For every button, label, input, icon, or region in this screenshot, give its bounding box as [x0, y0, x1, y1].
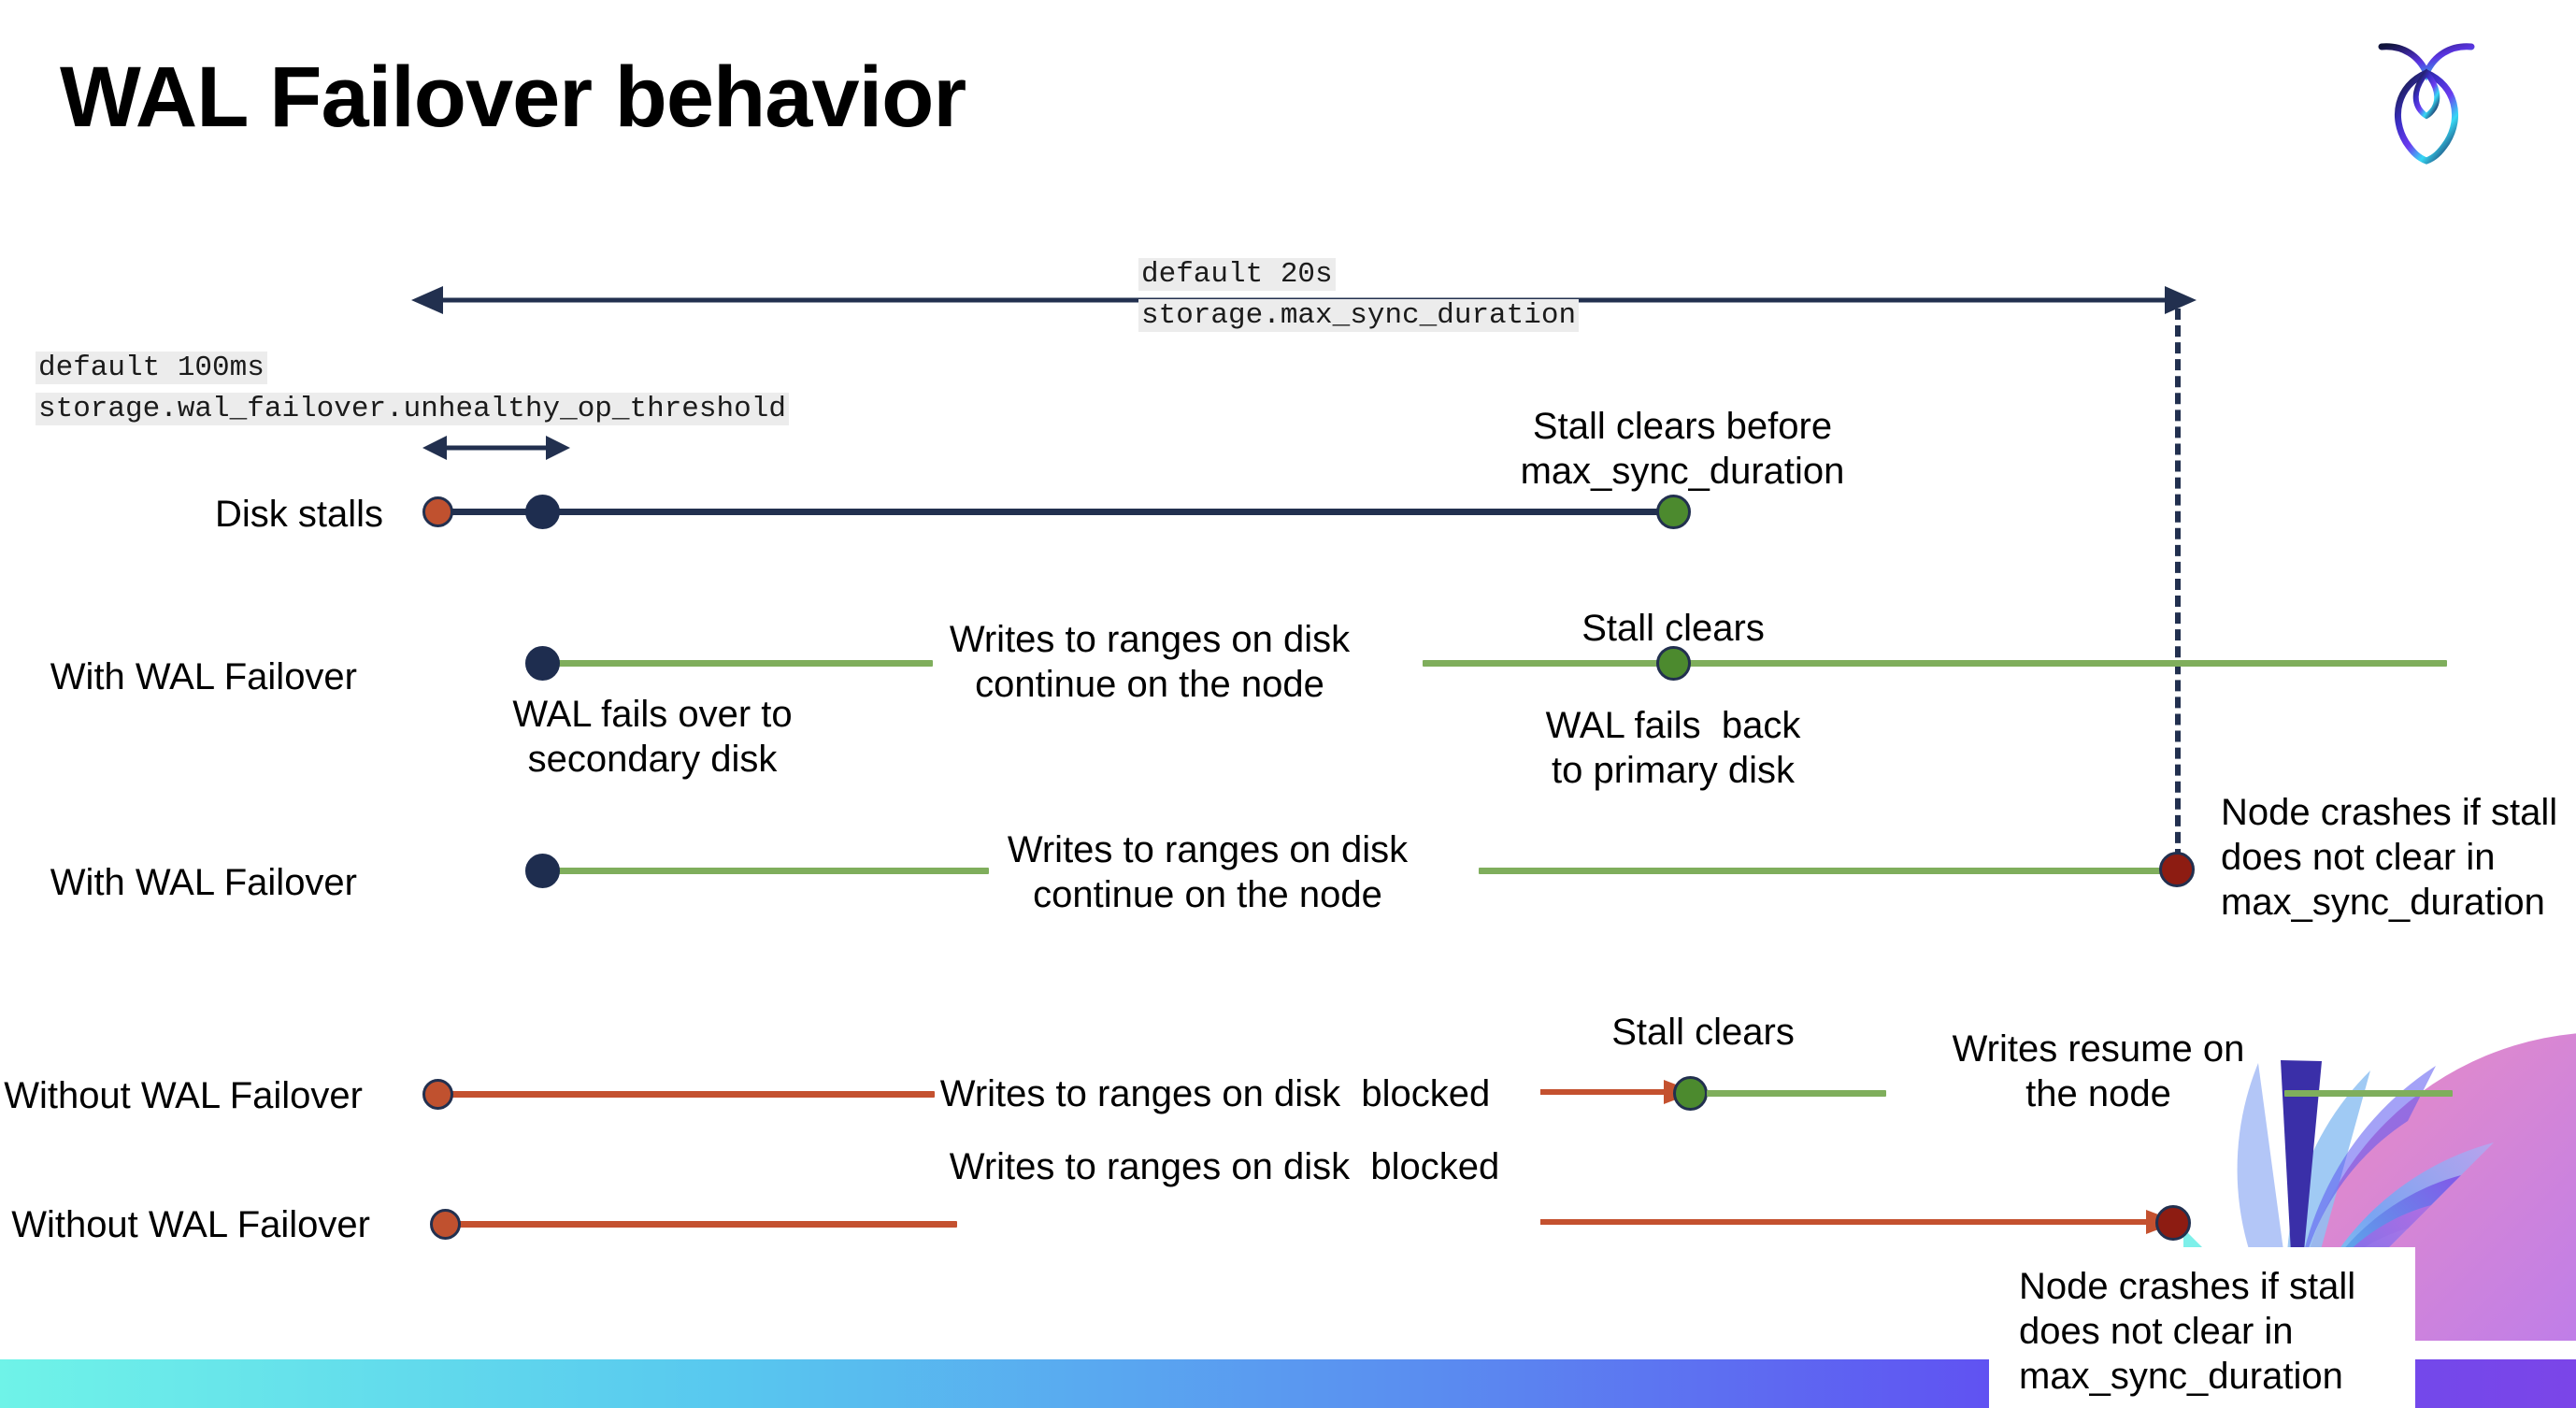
node-crash-note-backdrop: [1989, 1247, 2415, 1408]
without-failover-1-stall-clear-dot: [1673, 1076, 1708, 1111]
without-failover-2-node-crash-dot: [2155, 1205, 2191, 1241]
note-stall-clears-1: Stall clears: [1581, 608, 1765, 649]
row-label-without-wal-failover-1: Without WAL Failover: [4, 1075, 363, 1116]
note-node-crashes-2: Node crashes if stall does not clear in …: [2019, 1266, 2356, 1397]
unhealthy-setting-label: storage.wal_failover.unhealthy_op_thresh…: [36, 393, 789, 425]
with-failover-1-green-line-left: [550, 660, 933, 667]
without-failover-1-orange-line-left: [437, 1091, 935, 1098]
note-writes-continue-1: Writes to ranges on disk continue on the…: [949, 619, 1351, 705]
note-writes-continue-2: Writes to ranges on disk continue on the…: [1007, 829, 1409, 915]
note-stall-clears-before: Stall clears before max_sync_duration: [1520, 406, 1845, 492]
unhealthy-op-threshold-annotation: default 100ms storage.wal_failover.unhea…: [36, 348, 789, 430]
page-title: WAL Failover behavior: [60, 50, 966, 145]
with-failover-1-green-line-right: [1423, 660, 2447, 667]
note-writes-resume: Writes resume on the node: [1952, 1028, 2245, 1114]
without-failover-2-start-dot: [430, 1209, 461, 1240]
unhealthy-op-threshold-span-arrow: [422, 436, 570, 460]
without-failover-2-orange-line-left: [445, 1221, 957, 1228]
cockroachdb-logo-icon: [2370, 28, 2483, 168]
without-failover-1-green-line-right: [2284, 1090, 2453, 1097]
row-label-disk-stalls: Disk stalls: [214, 494, 383, 535]
row-label-with-wal-failover-1: With WAL Failover: [50, 656, 357, 697]
with-failover-2-node-crash-dot: [2159, 852, 2195, 887]
max-sync-duration-dashed-guide: [2175, 309, 2181, 877]
note-wal-fails-over: WAL fails over to secondary disk: [512, 694, 793, 780]
unhealthy-default-label: default 100ms: [36, 352, 267, 384]
max-sync-default-label: default 20s: [1138, 258, 1336, 291]
with-failover-1-stall-clear-dot: [1656, 646, 1691, 681]
without-failover-1-green-line-mid: [1707, 1090, 1886, 1097]
max-sync-duration-annotation: default 20s storage.max_sync_duration: [1138, 254, 1580, 337]
note-writes-blocked-1: Writes to ranges on disk blocked: [939, 1073, 1491, 1114]
disk-stall-clear-dot: [1656, 495, 1691, 529]
without-failover-2-blocked-arrow: [1540, 1210, 2178, 1234]
max-sync-setting-label: storage.max_sync_duration: [1138, 299, 1580, 332]
without-failover-1-start-dot: [422, 1079, 453, 1110]
row-label-with-wal-failover-2: With WAL Failover: [50, 862, 357, 903]
note-wal-fails-back: WAL fails back to primary disk: [1545, 705, 1801, 791]
disk-stall-timeline-line: [437, 509, 1677, 515]
note-node-crashes-1: Node crashes if stall does not clear in …: [2221, 792, 2558, 923]
note-writes-blocked-2: Writes to ranges on disk blocked: [949, 1146, 1500, 1187]
note-stall-clears-2: Stall clears: [1611, 1012, 1795, 1053]
with-failover-2-green-line-right: [1479, 868, 2180, 874]
row-label-without-wal-failover-2: Without WAL Failover: [11, 1204, 370, 1245]
with-failover-2-failover-dot: [525, 854, 560, 888]
with-failover-1-failover-dot: [525, 646, 560, 681]
with-failover-2-green-line-left: [550, 868, 989, 874]
disk-stall-start-dot: [422, 496, 453, 527]
disk-stall-failover-dot: [525, 495, 560, 529]
